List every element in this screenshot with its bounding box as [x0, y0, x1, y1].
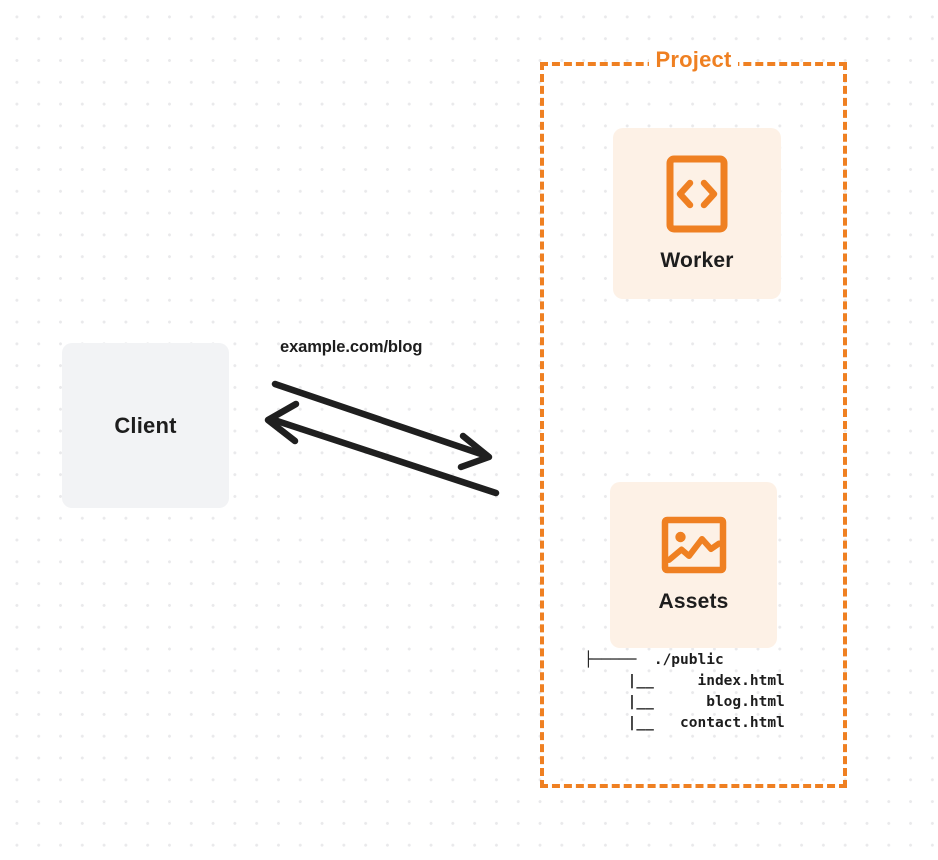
file-tree-line-blog: |__ blog.html [584, 694, 785, 710]
image-icon [661, 516, 727, 574]
node-client[interactable]: Client [62, 343, 229, 508]
response-arrow [264, 400, 500, 497]
node-worker-label: Worker [660, 248, 734, 272]
assets-file-tree: ├───── ./public |__ index.html |__ blog.… [584, 650, 785, 734]
file-tree-line-root: ├───── ./public [584, 652, 724, 668]
file-tree-line-contact: |__ contact.html [584, 715, 785, 731]
project-group-label-text: Project [648, 47, 739, 72]
node-client-label: Client [114, 412, 177, 438]
project-group-label: Project [540, 47, 847, 73]
file-tree-line-index: |__ index.html [584, 673, 785, 689]
request-arrow [271, 380, 493, 471]
code-brackets-icon [666, 155, 728, 233]
node-worker[interactable]: Worker [613, 128, 781, 299]
node-assets[interactable]: Assets [610, 482, 777, 648]
node-assets-label: Assets [658, 590, 729, 613]
edge-label-url: example.com/blog [280, 338, 423, 356]
